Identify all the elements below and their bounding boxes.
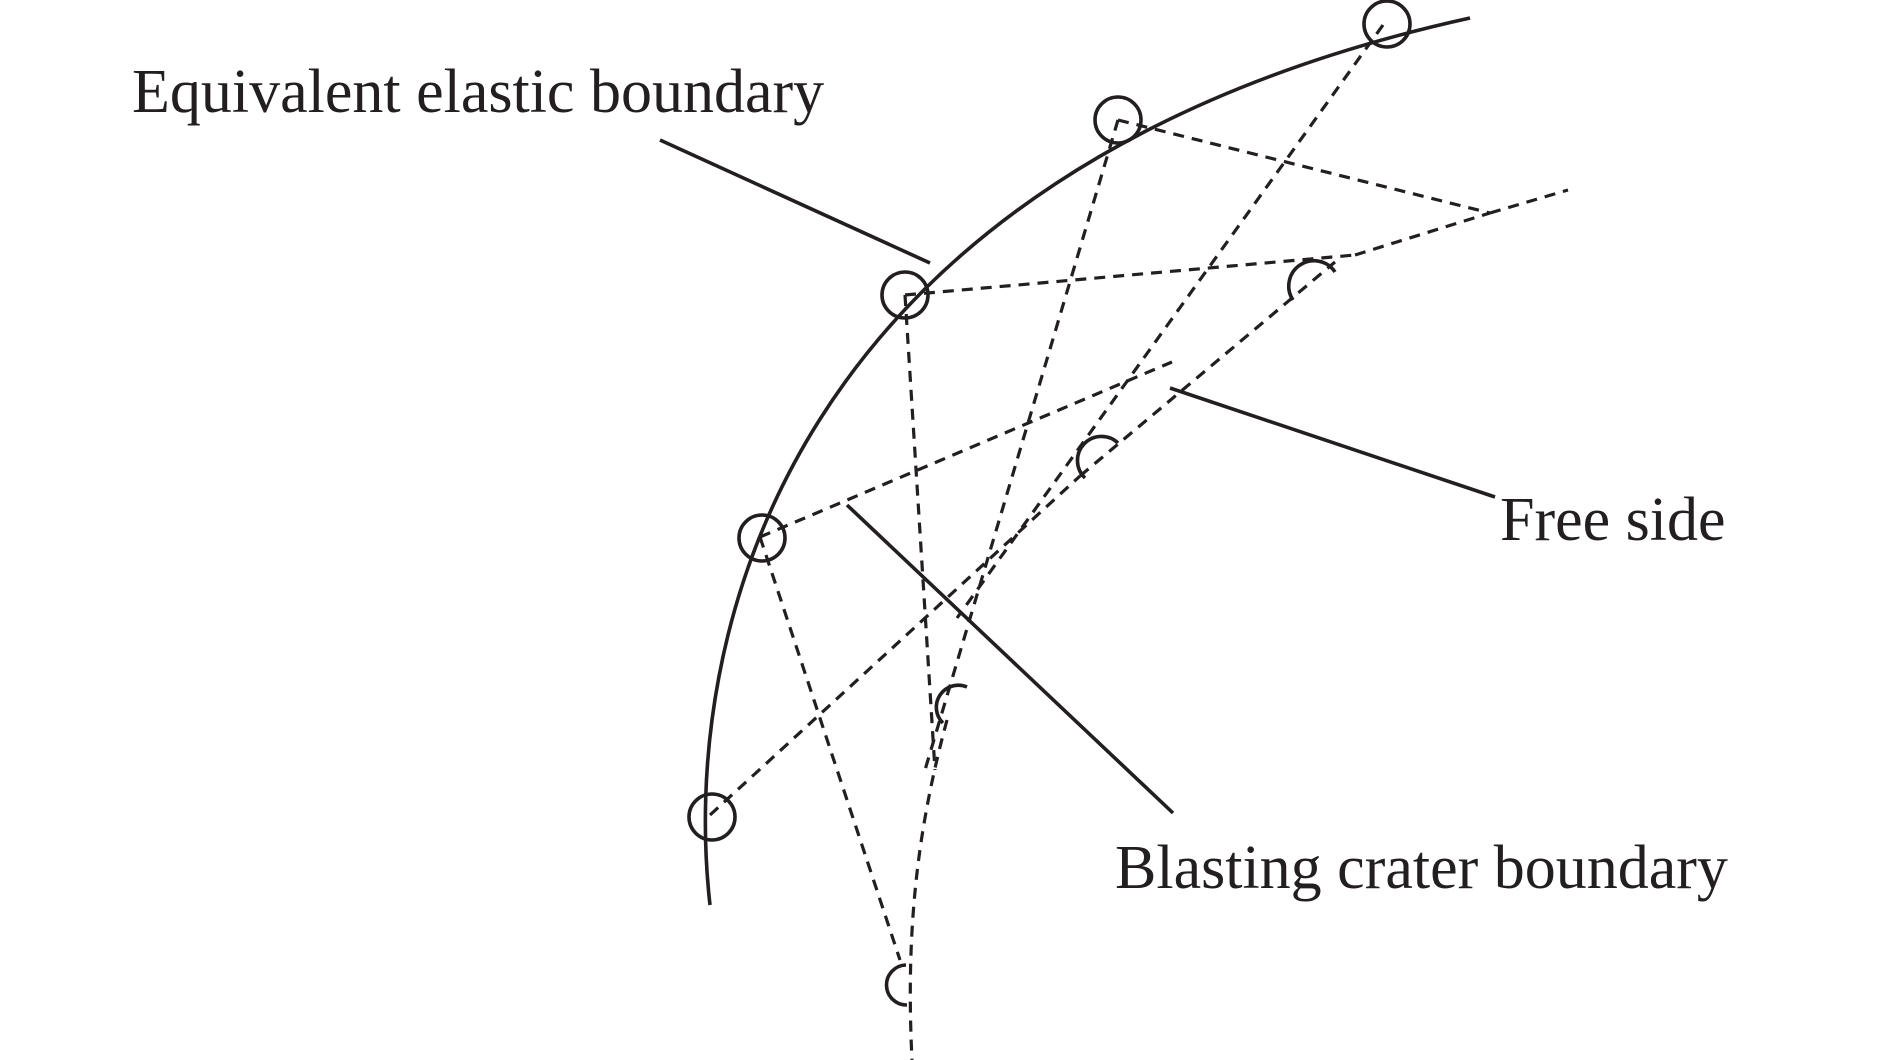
dashed-line-2 (1117, 118, 1491, 215)
blast-hole-5 (687, 792, 737, 842)
dashed-line-5 (903, 294, 937, 771)
dashed-line-8 (708, 474, 1082, 817)
half-circle-mark-4 (884, 963, 908, 1007)
label-free-side: Free side (1500, 486, 1726, 554)
dashed-line-11 (1354, 211, 1491, 257)
half-circle-marks (884, 258, 1337, 1007)
blast-hole-3 (880, 270, 930, 320)
half-circle-mark-2 (1075, 434, 1120, 480)
leader-lines (659, 138, 1496, 815)
dashed-line-9 (1078, 260, 1337, 478)
crater-boundary-lines (708, 24, 1569, 1060)
blast-hole-1 (1362, 0, 1412, 49)
leader-line-free-side (1169, 386, 1496, 499)
half-circle-mark-1 (1287, 258, 1337, 301)
dashed-line-1 (955, 24, 1385, 619)
dashed-line-3 (923, 119, 1120, 771)
blast-hole-2 (1093, 95, 1143, 145)
perimeter-holes (687, 0, 1412, 842)
crater-arc-segment (908, 719, 949, 1060)
blast-hole-4 (737, 513, 787, 563)
dashed-line-10 (1489, 188, 1569, 215)
leader-line-elastic-boundary (659, 138, 931, 265)
elastic-boundary-arc (703, 16, 1471, 906)
half-circle-mark-3 (934, 683, 968, 725)
leader-line-crater-boundary (845, 503, 1175, 815)
dashed-line-7 (758, 536, 902, 961)
label-blasting-crater-boundary: Blasting crater boundary (1115, 834, 1728, 902)
label-equivalent-elastic-boundary: Equivalent elastic boundary (132, 58, 824, 126)
